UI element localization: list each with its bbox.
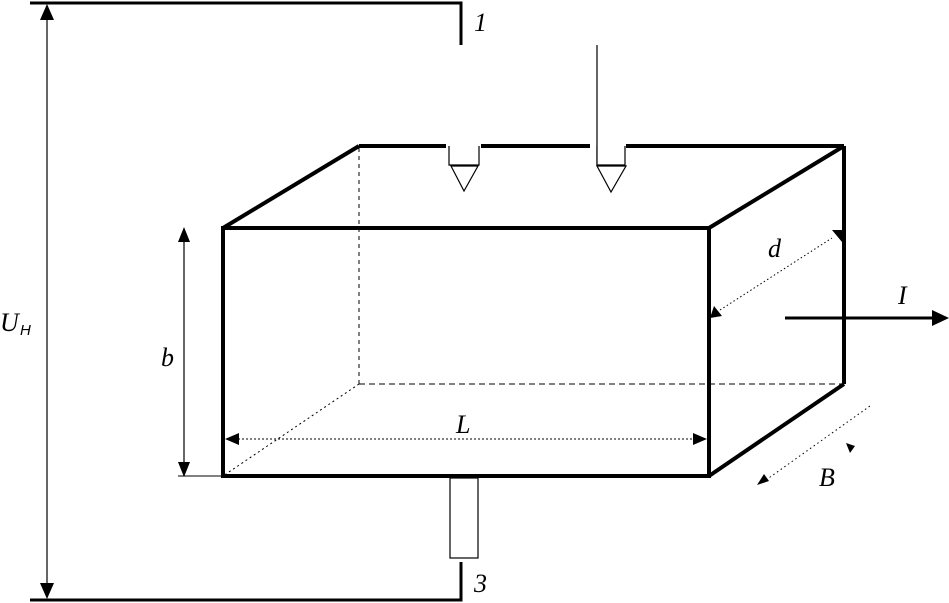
current-arrow xyxy=(785,310,949,326)
terminal-3-label: 3 xyxy=(473,569,487,598)
bottom-contact xyxy=(449,477,479,559)
voltage-wire-bottom xyxy=(30,562,463,602)
voltage-dimension-arrow xyxy=(40,4,54,599)
magnetic-field-arrow xyxy=(757,405,871,485)
hidden-edges xyxy=(222,148,844,477)
length-label: L xyxy=(455,410,470,439)
depth-label: d xyxy=(768,234,782,263)
magnetic-field-label: B xyxy=(819,463,835,492)
current-label: I xyxy=(897,281,908,310)
voltage-label: U xyxy=(0,308,21,337)
box-outline xyxy=(221,144,846,478)
voltage-wire-top xyxy=(30,1,463,45)
length-dimension-arrow xyxy=(225,433,707,445)
probe-arrow xyxy=(595,45,628,194)
height-dimension-arrow xyxy=(178,227,223,477)
terminal-1-label: 1 xyxy=(474,8,487,37)
top-contact xyxy=(448,146,480,193)
depth-dimension-arrow xyxy=(710,230,846,318)
height-label: b xyxy=(161,343,174,372)
voltage-subscript-label: H xyxy=(20,322,31,339)
